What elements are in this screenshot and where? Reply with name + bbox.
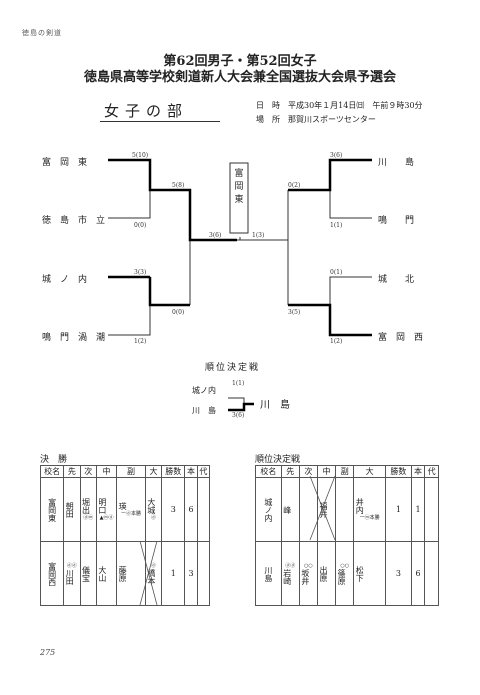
- score-sf-right-bottom: 3(5): [288, 309, 301, 316]
- place-row: 場 所 那賀川スポーツセンター: [256, 115, 376, 124]
- division-underline: [100, 121, 220, 122]
- left-team-3: 城 ノ 内: [42, 275, 88, 285]
- score-sf-left-bottom: 0(0): [172, 309, 185, 316]
- rep: [196, 541, 211, 606]
- playoff-title: 順位決定戦: [205, 363, 261, 373]
- player-cell: ○○篠原: [335, 541, 355, 606]
- wins: 1: [385, 477, 412, 542]
- score-r1-5: 3(6): [330, 152, 343, 159]
- playoff-score2: 3(6): [232, 412, 245, 419]
- right-team-2: 鳴 門: [378, 216, 415, 226]
- score-sf-right-top: 0(2): [288, 182, 301, 189]
- page-number: 275: [40, 648, 56, 657]
- playoff-header-row: 校名 先 次 中 副 大 勝数 本 代: [255, 465, 439, 478]
- score-sf-left-top: 5(8): [172, 182, 185, 189]
- playoff-team1: 城ノ内: [192, 386, 216, 395]
- score-r1-6: 1(1): [330, 222, 343, 229]
- left-team-2: 徳 島 市 立: [42, 216, 106, 226]
- score-r1-4: 1(2): [134, 338, 147, 345]
- title-line1: 第62回男子・第52回女子: [163, 54, 317, 69]
- left-team-1: 富 岡 東: [42, 158, 88, 168]
- player-cell: 明口▲ⓜⓓ: [95, 477, 118, 542]
- wins: 3: [385, 541, 412, 606]
- player-cell: 儀宝: [79, 541, 97, 606]
- score-final-right: 1(3): [252, 232, 265, 239]
- playoff-team2: 川 島: [192, 406, 216, 415]
- score-r1-3: 3(3): [134, 269, 147, 276]
- right-team-1: 川 島: [378, 158, 415, 168]
- rep: [424, 541, 439, 606]
- score-r1-2: 0(0): [134, 222, 147, 229]
- final-section-title: 決 勝: [40, 455, 68, 465]
- left-team-4: 鳴 門 渦 潮: [42, 333, 106, 343]
- player-cell: 瑛ーⓓ本勝: [116, 477, 146, 542]
- player-cell: 大山: [95, 541, 118, 606]
- title-line2: 徳島県高等学校剣道新人大会兼全国選抜大会県予選会: [83, 70, 396, 85]
- score-r1-7: 0(1): [330, 269, 343, 276]
- playoff-section-title: 順位決定戦: [255, 455, 301, 465]
- champion-name: 富岡東: [234, 169, 244, 205]
- playoff-score1: 1(1): [232, 380, 245, 387]
- score-r1-8: 1(2): [330, 338, 343, 345]
- date-row: 日 時 平成30年１月14日㈰ 午前９時30分: [256, 101, 423, 110]
- division-title: 女子の部: [104, 102, 189, 120]
- wins: 3: [161, 477, 186, 542]
- right-team-4: 富 岡 西: [378, 333, 424, 343]
- score-r1-1: 5(10): [132, 152, 149, 159]
- score-final-left: 3(6): [209, 232, 222, 239]
- right-team-3: 城 北: [378, 275, 415, 285]
- header-tag: 徳島の剣道: [22, 29, 62, 37]
- playoff-winner: 川 島: [260, 400, 290, 411]
- player-cell: 松下: [353, 541, 387, 606]
